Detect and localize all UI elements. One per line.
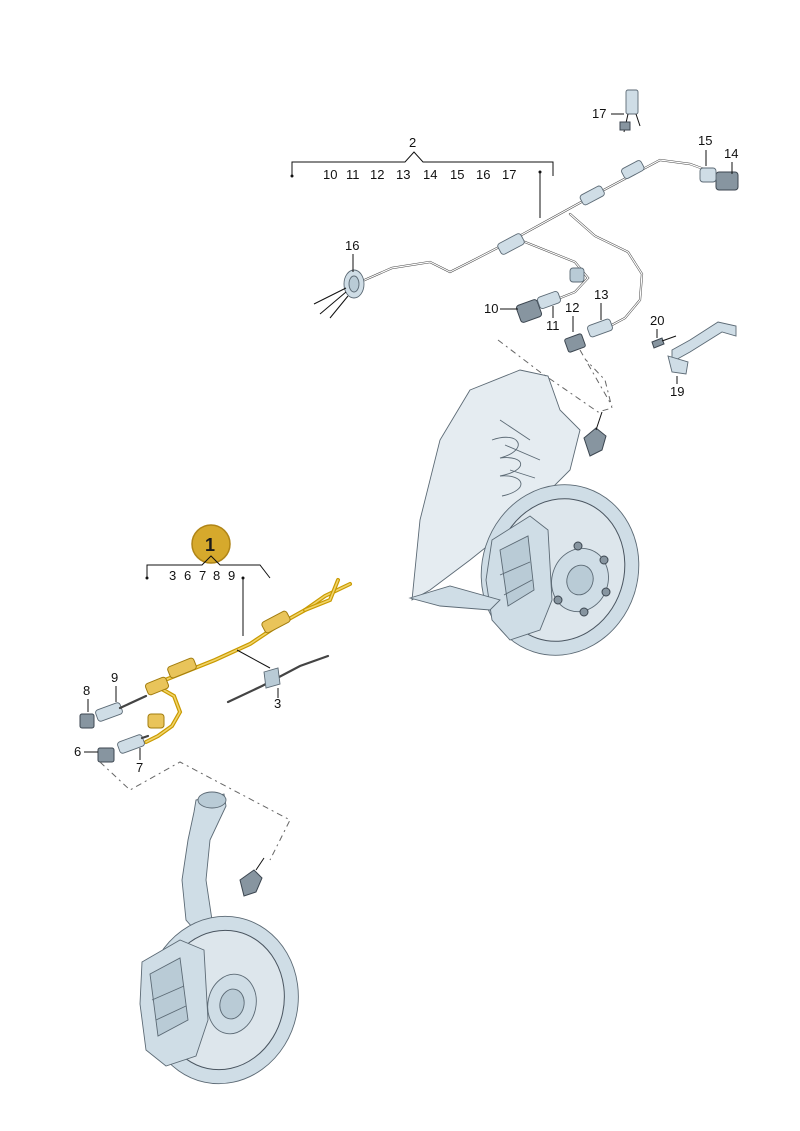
group-2-part-15: 15 bbox=[450, 167, 464, 182]
group-2-part-16: 16 bbox=[476, 167, 490, 182]
group-2-part-17: 17 bbox=[502, 167, 516, 182]
label-7: 7 bbox=[136, 760, 143, 775]
group-1-part-9: 9 bbox=[228, 568, 235, 583]
group-1-part-6: 6 bbox=[184, 568, 191, 583]
label-19: 19 bbox=[670, 384, 684, 399]
label-3: 3 bbox=[274, 696, 281, 711]
group-1-bracket: 1 3 6 7 8 9 bbox=[145, 524, 271, 636]
group-2-part-13: 13 bbox=[396, 167, 410, 182]
group-2-part-11: 11 bbox=[346, 167, 360, 182]
label-15: 15 bbox=[698, 133, 712, 148]
label-13: 13 bbox=[594, 287, 608, 302]
group-1-part-7: 7 bbox=[199, 568, 206, 583]
lower-callouts: 8 9 6 7 3 bbox=[74, 670, 281, 775]
callout-badge bbox=[191, 524, 231, 564]
label-14: 14 bbox=[724, 146, 738, 161]
label-10: 10 bbox=[484, 301, 498, 316]
label-6: 6 bbox=[74, 744, 81, 759]
label-9: 9 bbox=[111, 670, 118, 685]
group-2-title: 2 bbox=[409, 135, 416, 150]
group-1-part-8: 8 bbox=[213, 568, 220, 583]
label-11: 11 bbox=[546, 318, 560, 333]
group-2-part-14: 14 bbox=[423, 167, 437, 182]
group-1-part-3: 3 bbox=[169, 568, 176, 583]
group-2-bracket: 2 10 11 12 13 14 15 16 17 bbox=[290, 135, 554, 218]
front-wiring-harness bbox=[79, 578, 352, 763]
callout-badge-number: 1 bbox=[205, 535, 215, 555]
group-2-part-10: 10 bbox=[323, 167, 337, 182]
upper-callouts: 16 17 15 14 10 11 12 13 20 19 bbox=[345, 106, 738, 399]
label-20: 20 bbox=[650, 313, 664, 328]
label-8: 8 bbox=[83, 683, 90, 698]
rear-brake-assembly bbox=[408, 339, 640, 656]
label-12: 12 bbox=[565, 300, 579, 315]
label-16: 16 bbox=[345, 238, 359, 253]
group-2-part-12: 12 bbox=[370, 167, 384, 182]
rear-wiring-harness bbox=[313, 89, 739, 375]
front-brake-assembly bbox=[99, 761, 299, 1085]
label-17: 17 bbox=[592, 106, 606, 121]
